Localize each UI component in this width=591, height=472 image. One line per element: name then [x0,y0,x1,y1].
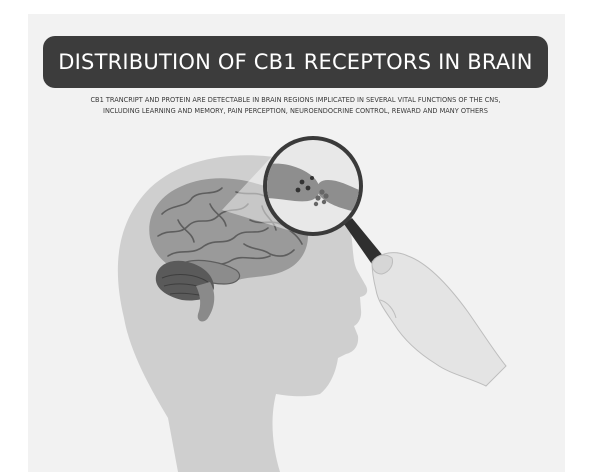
brainstem-illustration [196,282,215,322]
subtitle-line-2: INCLUDING LEARNING AND MEMORY, PAIN PERC… [103,107,488,115]
title-banner: DISTRIBUTION OF CB1 RECEPTORS IN BRAIN [43,36,548,88]
synapse-illustration [267,140,359,232]
subtitle: CB1 TRANCRIPT AND PROTEIN ARE DETECTABLE… [40,95,551,117]
subtitle-line-1: CB1 TRANCRIPT AND PROTEIN ARE DETECTABLE… [90,96,501,104]
page-title: DISTRIBUTION OF CB1 RECEPTORS IN BRAIN [58,50,533,74]
hand-illustration [371,252,507,387]
